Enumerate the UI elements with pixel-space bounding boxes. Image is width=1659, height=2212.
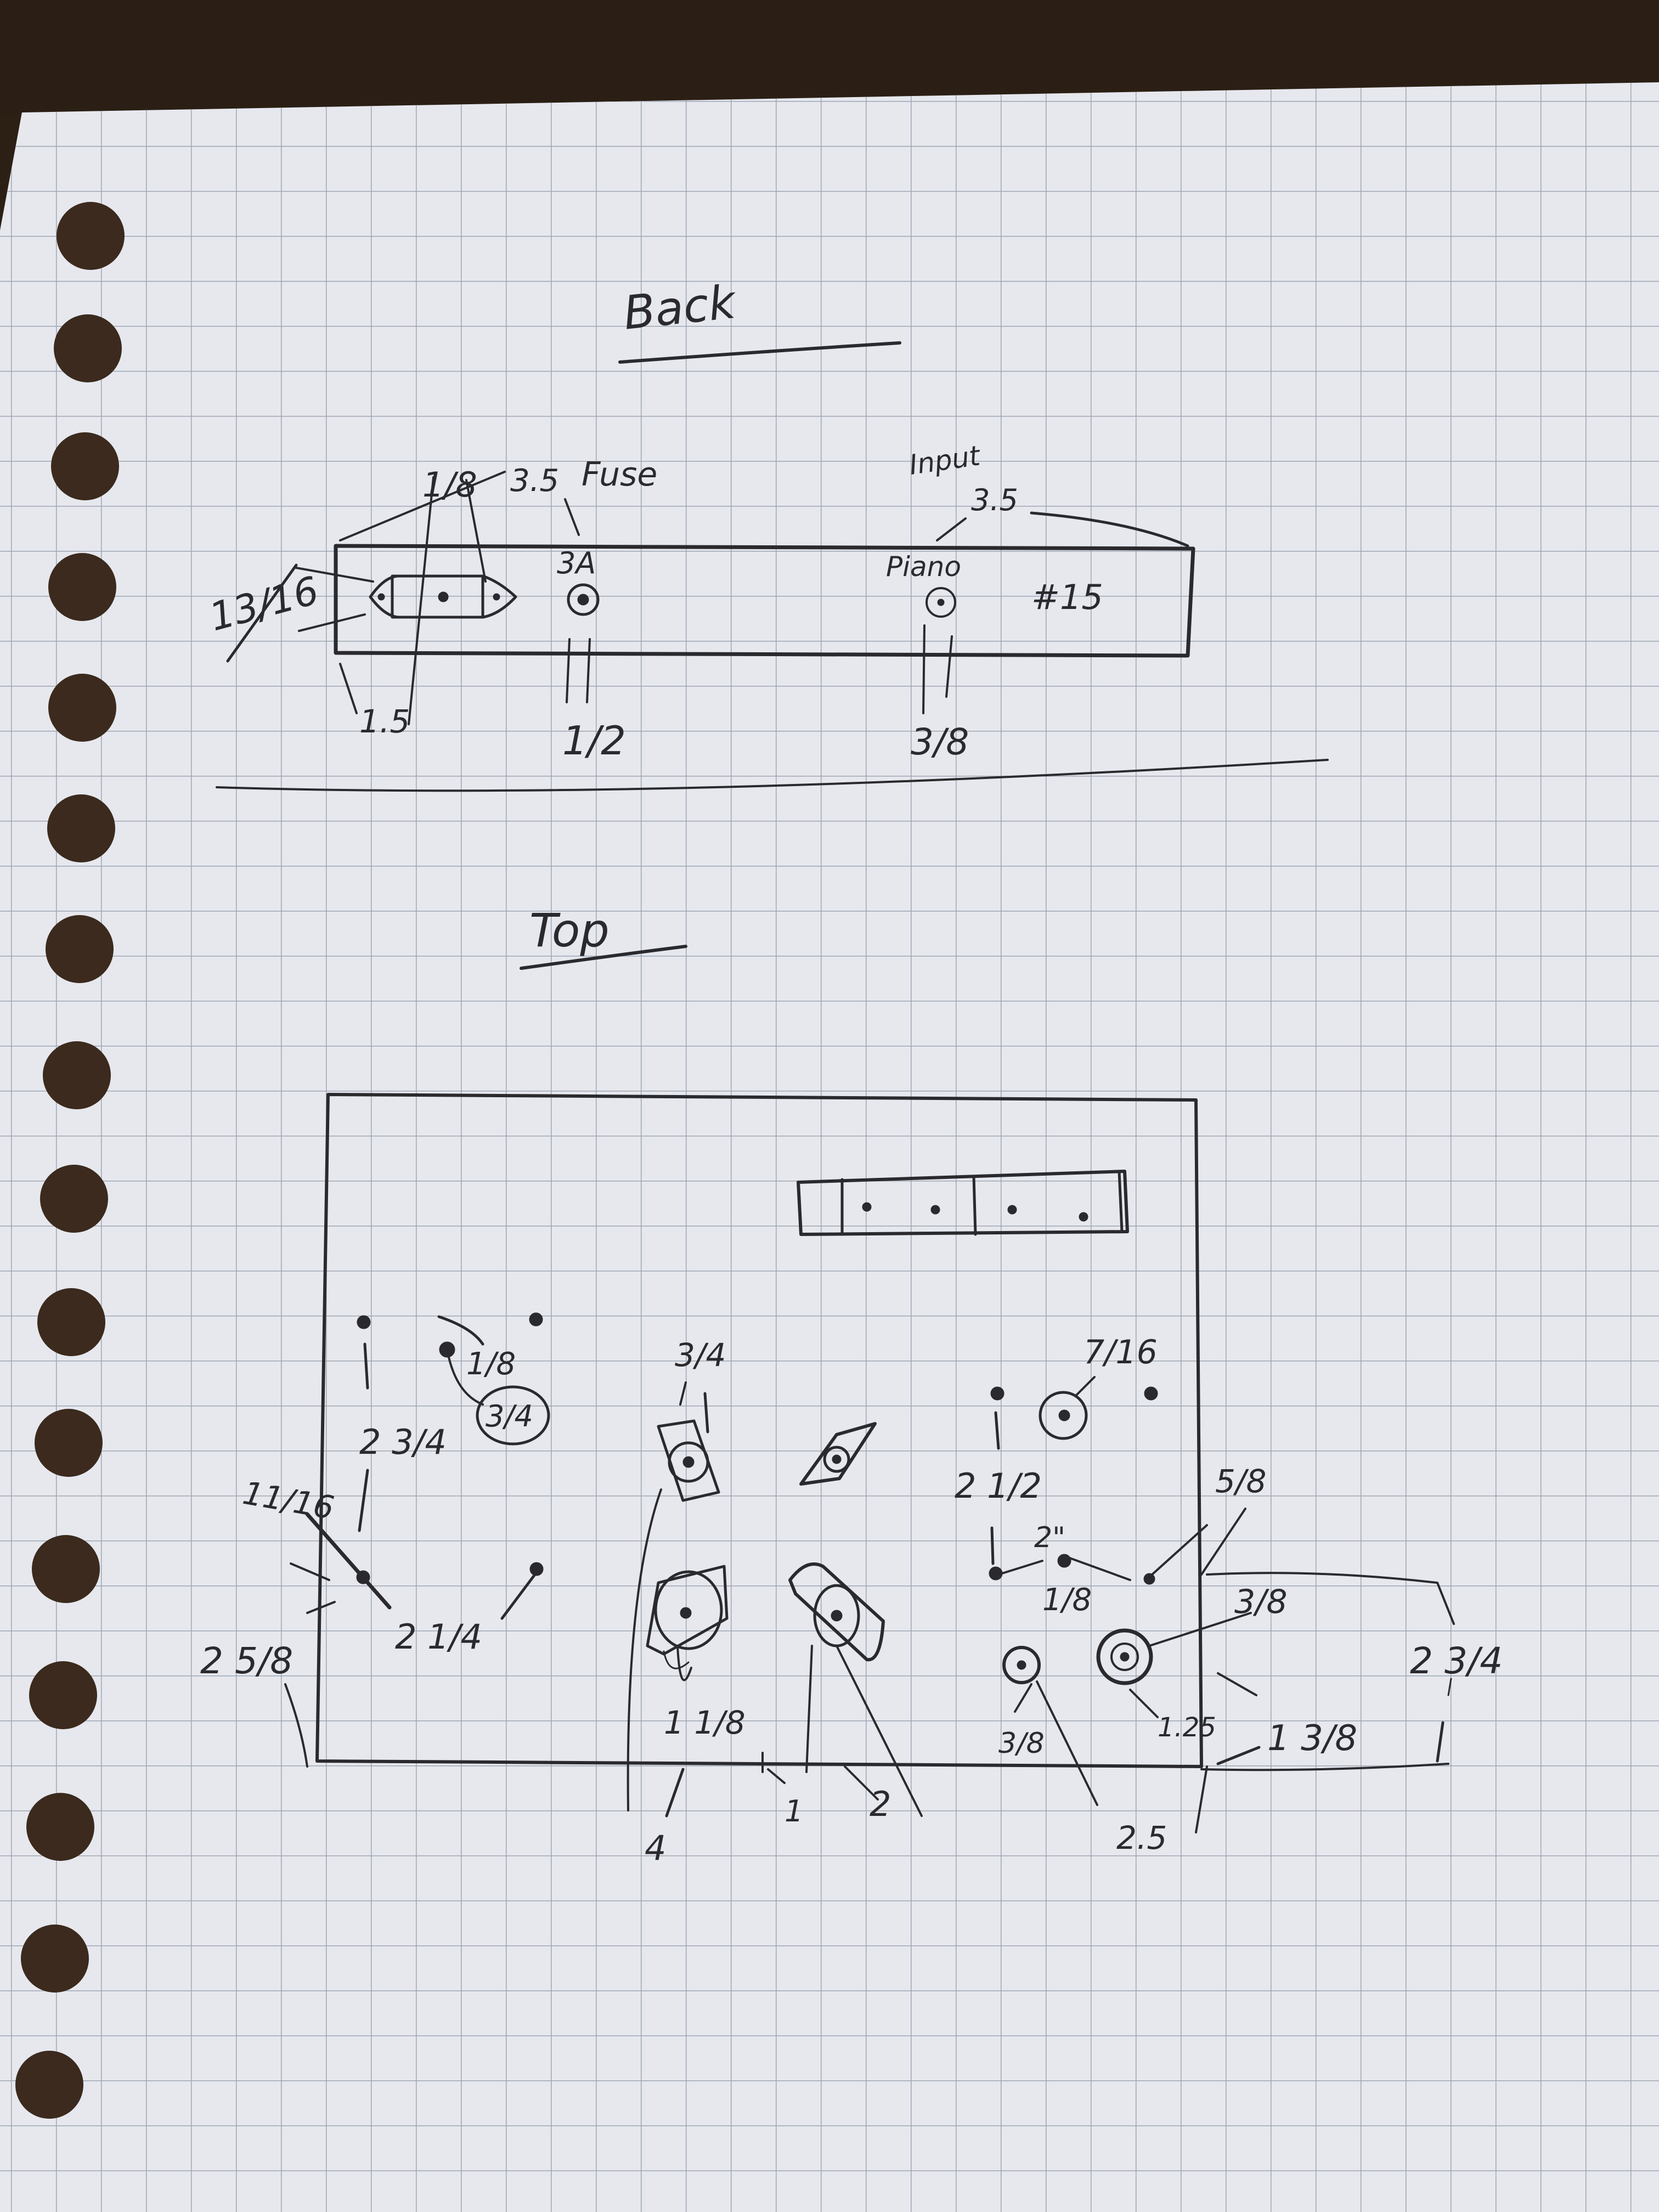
- middle-jacks-outline: [627, 1381, 923, 1818]
- piano-jack-outline: [926, 587, 956, 618]
- paper-sheet: [0, 82, 1659, 2212]
- back-fuse-rating: 3A: [557, 546, 596, 580]
- top-right-side: 5/8: [1215, 1463, 1266, 1500]
- top-right-138: 1 3/8: [1267, 1718, 1357, 1759]
- back-fuse-width: 1/8: [422, 465, 477, 505]
- left-pot-outline: [290, 1312, 550, 1620]
- top-socket1-size: 3/4: [675, 1336, 726, 1374]
- back-diagram: [216, 341, 1329, 792]
- top-right-vertical: 2 1/2: [955, 1466, 1042, 1506]
- back-panel-outline: [334, 544, 1195, 658]
- fuse-hole-outline: [567, 583, 600, 616]
- top-socket-large: 1 1/8: [664, 1704, 746, 1741]
- top-panel-outline: [315, 1093, 1203, 1768]
- top-right-gap: 2": [1034, 1521, 1065, 1554]
- back-fuse-spacing: 3.5: [510, 463, 559, 499]
- top-bottom-4: 4: [645, 1828, 666, 1868]
- back-fuse-hole: 1/2: [562, 718, 626, 764]
- top-right-jack-small: 3/8: [998, 1727, 1045, 1760]
- top-diagram: [284, 945, 1455, 1833]
- top-knob1-vertical: 2 3/4: [359, 1422, 447, 1462]
- top-far-right: 2 3/4: [1410, 1640, 1503, 1682]
- back-left-offset: 1.5: [359, 703, 410, 740]
- back-title-underline: [618, 341, 901, 364]
- top-left-height: 2 5/8: [200, 1640, 293, 1682]
- back-piano-hole: 3/8: [911, 721, 969, 763]
- back-panel-number: #15: [1031, 577, 1103, 617]
- top-bottom-25: 2.5: [1116, 1819, 1167, 1857]
- back-piano-label: Piano: [886, 551, 961, 583]
- back-title: Back: [621, 275, 740, 340]
- switch-outline: [797, 1170, 1129, 1236]
- top-right-hole: 7/16: [1084, 1333, 1158, 1372]
- binder-holes: [15, 202, 125, 2119]
- right-jacks-outline: [989, 1376, 1455, 1833]
- top-knob1-hole: 1/8: [466, 1346, 516, 1382]
- top-row-offset: 2 1/4: [395, 1617, 482, 1657]
- top-title: Top: [529, 904, 610, 957]
- top-bottom-1: 1: [785, 1794, 803, 1829]
- back-input-spacing: 3.5: [971, 483, 1018, 517]
- top-right-small: 1/8: [1042, 1582, 1092, 1618]
- fuse-holder-outline: [369, 574, 517, 619]
- top-bottom-2: 2: [870, 1784, 891, 1824]
- top-title-underline: [520, 945, 687, 970]
- top-knob1-circle: 3/4: [486, 1399, 533, 1434]
- top-right-jack: 3/8: [1234, 1583, 1288, 1621]
- back-fuse-label: Fuse: [582, 455, 657, 494]
- top-right-125: 1.25: [1158, 1712, 1216, 1743]
